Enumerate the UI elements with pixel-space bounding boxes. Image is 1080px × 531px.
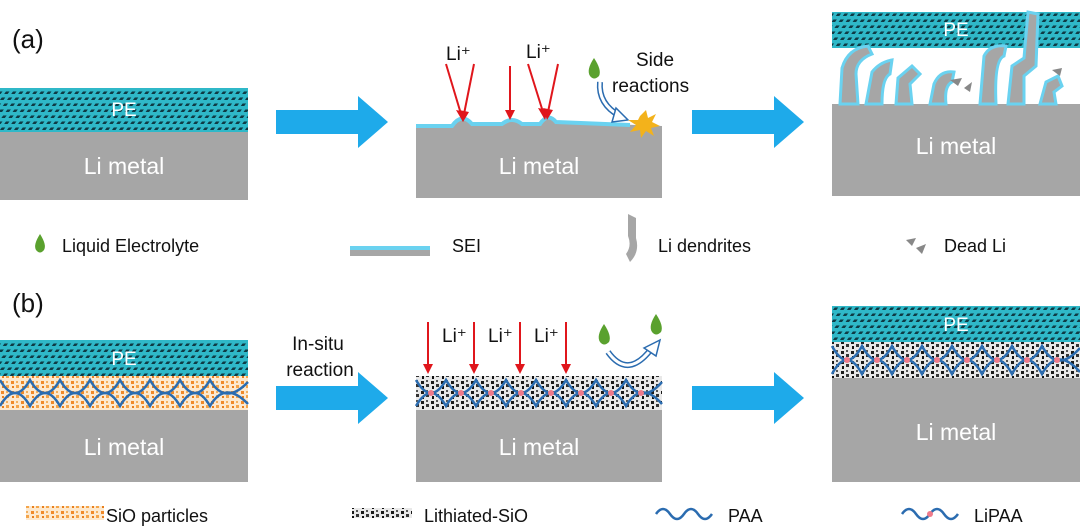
legend-li-dendrites: Li dendrites [658, 236, 751, 256]
paa-chain [0, 377, 249, 395]
legend-paa: PAA [728, 506, 763, 526]
legend-sei: SEI [452, 236, 481, 256]
li-ion-label: Li⁺ [442, 326, 467, 347]
li-ion-label: Li⁺ [534, 326, 559, 347]
sei-swatch [350, 248, 430, 256]
li-ion-label: Li⁺ [446, 44, 471, 65]
li-metal-block [0, 132, 248, 200]
legend-lipaa: LiPAA [974, 506, 1023, 526]
panel-a-initial-stack: PE Li metal [0, 88, 248, 200]
lithium-sites [428, 390, 644, 396]
li-metal-label: Li metal [499, 153, 580, 179]
li-metal-block [416, 117, 662, 198]
panel-a-tag: (a) [12, 24, 44, 54]
paa-chain [0, 391, 249, 409]
electrolyte-drop-icon [650, 314, 662, 335]
side-reaction-burst-icon [628, 110, 660, 138]
process-arrow [276, 96, 388, 148]
process-arrow [692, 96, 804, 148]
li-metal-label: Li metal [84, 153, 165, 179]
panel-b-initial-stack: PE Li metal [0, 340, 249, 482]
legend-a: Liquid Electrolyte SEI Li dendrites Dead… [35, 214, 1006, 262]
li-metal-block [832, 104, 1080, 196]
li-metal-label: Li metal [916, 133, 997, 159]
lipaa-chain [830, 343, 1080, 362]
process-arrow [276, 372, 388, 424]
li-ion-arrows [445, 63, 559, 122]
panel-b-reacted-stack: Li metal Li⁺ Li⁺ Li⁺ [414, 314, 663, 482]
li-metal-block [832, 378, 1080, 482]
lithiated-sio-swatch [352, 508, 412, 518]
in-situ-label: reaction [286, 360, 354, 381]
pe-label: PE [943, 315, 968, 336]
sio-swatch [26, 506, 104, 520]
legend-lithiated-sio: Lithiated-SiO [424, 506, 528, 526]
pe-label: PE [111, 100, 136, 121]
panel-a-failed-stack: PE Li metal [832, 10, 1080, 196]
side-reactions-label: reactions [612, 76, 689, 97]
li-metal-label: Li metal [84, 434, 165, 460]
legend-sio-particles: SiO particles [106, 506, 208, 526]
pe-label: PE [111, 349, 136, 370]
li-ion-arrows [423, 322, 571, 374]
electrolyte-drop-icon [588, 58, 600, 79]
legend-dead-li: Dead Li [944, 236, 1006, 256]
pe-label: PE [943, 20, 968, 41]
pe-separator [0, 340, 248, 376]
dead-li-icon [906, 238, 926, 254]
electrolyte-drop-icon [35, 234, 45, 253]
pe-separator [832, 306, 1080, 342]
li-dendrite-icon [626, 214, 638, 262]
lipaa-chain [414, 391, 663, 409]
legend-liquid-electrolyte: Liquid Electrolyte [62, 236, 199, 256]
legend-b: SiO particles Lithiated-SiO PAA LiPAA [26, 506, 1023, 526]
lipaa-chain [414, 377, 663, 395]
li-ion-label: Li⁺ [526, 42, 551, 63]
li-dendrites [838, 10, 1064, 106]
in-situ-label: In-situ [292, 334, 344, 355]
paa-swatch [654, 507, 714, 521]
li-metal-label: Li metal [499, 434, 580, 460]
panel-b-tag: (b) [12, 288, 44, 318]
sei-layer [416, 115, 631, 128]
dead-li-icon [950, 68, 1062, 92]
lithium-sites [844, 357, 1060, 363]
panel-a-cycling-stack: Li metal Li⁺ Li⁺ Side reactions [416, 42, 689, 198]
lipaa-chain [830, 358, 1080, 377]
side-reactions-label: Side [636, 50, 674, 71]
panel-b-stable-stack: PE Li metal [830, 306, 1080, 482]
li-metal-label: Li metal [916, 419, 997, 445]
li-metal-block [0, 410, 248, 482]
process-arrow [692, 372, 804, 424]
li-ion-label: Li⁺ [488, 326, 513, 347]
pe-separator [0, 88, 248, 132]
electrolyte-drop-icon [598, 324, 610, 345]
li-metal-block [416, 410, 662, 482]
